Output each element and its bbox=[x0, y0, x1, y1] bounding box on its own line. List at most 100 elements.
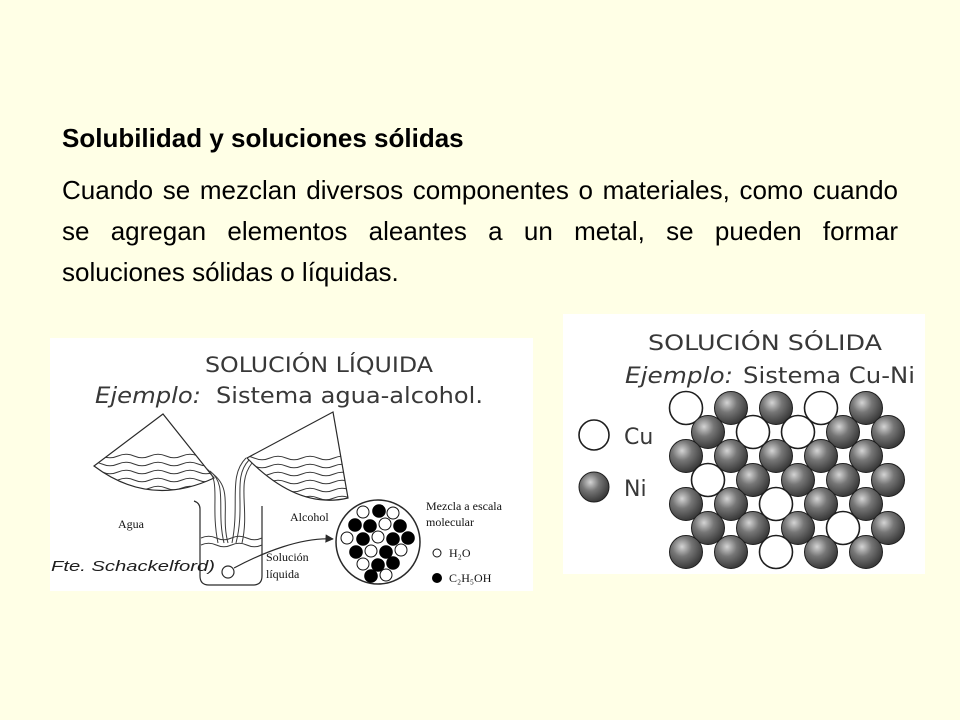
ni-atom bbox=[804, 487, 838, 521]
ethanol-molecule bbox=[386, 532, 400, 546]
ethanol-molecule bbox=[401, 531, 415, 545]
ni-atom bbox=[849, 487, 883, 521]
ni-atom bbox=[669, 535, 703, 569]
alcohol-label: Alcohol bbox=[290, 510, 329, 524]
ni-atom bbox=[781, 463, 815, 497]
ethanol-molecule bbox=[356, 532, 370, 546]
ethanol-molecule bbox=[379, 545, 393, 559]
water-molecule bbox=[379, 568, 393, 582]
water-molecule bbox=[364, 544, 378, 558]
ethanol-molecule bbox=[364, 569, 378, 583]
water-stream bbox=[205, 467, 229, 544]
mixture-label-line: molecular bbox=[426, 515, 474, 529]
cu-ni-lattice bbox=[668, 390, 905, 570]
source-credit: Fte. Schackelford) bbox=[51, 558, 215, 575]
water-molecule bbox=[371, 530, 385, 544]
molecular-mixture bbox=[340, 504, 415, 583]
ni-atom bbox=[714, 391, 748, 425]
ethanol-molecule bbox=[393, 519, 407, 533]
slide-title: Solubilidad y soluciones sólidas bbox=[62, 123, 464, 153]
water-legend-label: H₂O bbox=[449, 546, 471, 560]
cu-atom bbox=[825, 510, 861, 546]
ni-atom bbox=[714, 535, 748, 569]
solid-example-text: Sistema Cu-Ni bbox=[743, 364, 915, 389]
solution-label-line: Solución bbox=[266, 550, 309, 564]
liquid-figure-heading: SOLUCIÓN LÍQUIDA bbox=[205, 352, 434, 377]
solid-solution-figure: SOLUCIÓN SÓLIDA Ejemplo: Sistema Cu-Ni C… bbox=[563, 314, 925, 574]
cu-atom bbox=[758, 534, 794, 570]
ni-atom bbox=[871, 511, 905, 545]
ethanol-molecule bbox=[372, 504, 386, 518]
cu-atom bbox=[803, 390, 839, 426]
magnify-arrow bbox=[233, 534, 334, 569]
ethanol-molecule bbox=[348, 518, 362, 532]
solid-example-label: Ejemplo: bbox=[625, 364, 733, 389]
solution-label-line: líquida bbox=[266, 567, 300, 581]
ethanol-molecule bbox=[349, 545, 363, 559]
ni-legend-marker bbox=[578, 471, 610, 503]
ni-atom bbox=[759, 391, 793, 425]
cu-atom bbox=[668, 390, 704, 426]
ethanol-molecule bbox=[371, 558, 385, 572]
ni-atom bbox=[849, 439, 883, 473]
ni-atom bbox=[691, 511, 725, 545]
magnified-region-marker bbox=[221, 565, 235, 579]
ni-atom bbox=[669, 487, 703, 521]
ni-atom bbox=[849, 535, 883, 569]
water-flask bbox=[93, 413, 215, 492]
beaker-outline bbox=[193, 500, 263, 586]
alcohol-flask-outline bbox=[246, 411, 349, 501]
ni-atom bbox=[781, 511, 815, 545]
cu-legend-label: Cu bbox=[624, 425, 653, 450]
water-legend-marker bbox=[432, 548, 442, 558]
ethanol-legend-label: C₂H₅OH bbox=[449, 571, 492, 585]
cu-atom bbox=[690, 462, 726, 498]
ni-atom bbox=[691, 415, 725, 449]
ethanol-legend-marker bbox=[432, 573, 442, 583]
ethanol-molecule bbox=[386, 556, 400, 570]
ethanol-molecule bbox=[363, 519, 377, 533]
water-molecule bbox=[394, 543, 408, 557]
water-label: Agua bbox=[118, 517, 145, 531]
cu-atom bbox=[758, 486, 794, 522]
ni-atom bbox=[826, 415, 860, 449]
liquid-example-label: Ejemplo: bbox=[95, 384, 201, 409]
water-molecule bbox=[378, 517, 392, 531]
ni-atom bbox=[714, 487, 748, 521]
ni-legend-label: Ni bbox=[624, 477, 647, 502]
ni-atom bbox=[759, 439, 793, 473]
ni-atom bbox=[804, 439, 838, 473]
liquid-solution-diagram: SOLUCIÓN LÍQUIDA Ejemplo: Sistema agua-a… bbox=[51, 352, 503, 586]
ni-atom bbox=[736, 463, 770, 497]
alcohol-flask bbox=[246, 411, 349, 501]
water-molecule bbox=[340, 531, 354, 545]
liquid-example-text: Sistema agua-alcohol. bbox=[216, 384, 483, 409]
beaker-liquid-surface bbox=[200, 542, 263, 548]
ni-atom bbox=[849, 391, 883, 425]
solid-solution-diagram: SOLUCIÓN SÓLIDA Ejemplo: Sistema Cu-Ni C… bbox=[578, 330, 915, 570]
water-molecule bbox=[386, 506, 400, 520]
beaker bbox=[193, 500, 263, 586]
body-line: Cuando se mezclan diversos componentes o… bbox=[62, 175, 898, 205]
cu-legend-marker bbox=[578, 419, 610, 451]
water-flask-outline bbox=[93, 413, 215, 492]
cu-atom bbox=[780, 414, 816, 450]
water-molecule bbox=[356, 505, 370, 519]
liquid-solution-figure: SOLUCIÓN LÍQUIDA Ejemplo: Sistema agua-a… bbox=[50, 338, 533, 591]
water-molecule bbox=[356, 557, 370, 571]
slide-body-paragraph: Cuando se mezclan diversos componentes o… bbox=[62, 170, 898, 293]
ni-atom bbox=[669, 439, 703, 473]
water-liquid bbox=[94, 453, 214, 491]
body-line: soluciones sólidas o líquidas. bbox=[62, 257, 399, 287]
ni-atom bbox=[714, 439, 748, 473]
ni-atom bbox=[804, 535, 838, 569]
cu-atom bbox=[735, 414, 771, 450]
body-line: se agregan elementos aleantes a un metal… bbox=[62, 216, 898, 246]
ni-atom bbox=[871, 463, 905, 497]
solid-figure-heading: SOLUCIÓN SÓLIDA bbox=[648, 330, 883, 355]
ni-atom bbox=[826, 463, 860, 497]
ni-atom bbox=[736, 511, 770, 545]
ni-atom bbox=[871, 415, 905, 449]
alcohol-stream bbox=[231, 457, 253, 544]
beaker-liquid-surface bbox=[200, 535, 263, 541]
